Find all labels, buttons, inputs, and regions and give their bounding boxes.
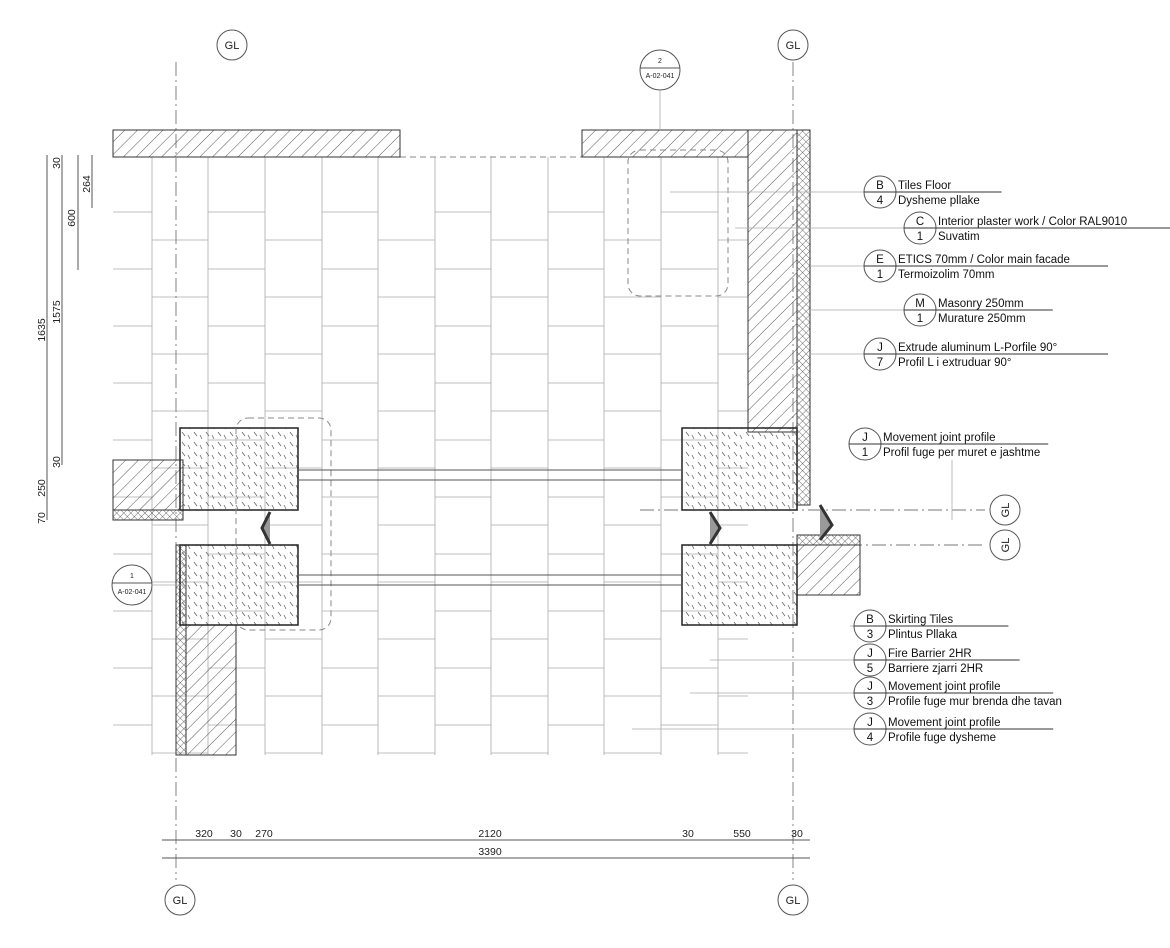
- left-dimensions: 1635 1575 600 264 30 30 250 70: [36, 155, 93, 524]
- svg-text:Profil L i extruduar 90°: Profil L i extruduar 90°: [898, 357, 1011, 369]
- section-marker-1[interactable]: 1 A-02-041: [111, 564, 186, 606]
- svg-text:4: 4: [877, 195, 884, 207]
- svg-text:1: 1: [862, 447, 868, 459]
- svg-text:A-02-041: A-02-041: [118, 589, 147, 596]
- callout-c1: C 1 Interior plaster work / Color RAL9010S…: [735, 211, 1170, 245]
- callout-j5: J 5 Fire Barrier 2HR Barriere zjarri 2HR: [710, 643, 1020, 677]
- grid-bubble-right-upper: GL: [989, 494, 1021, 526]
- svg-text:ETICS 70mm / Color main facade: ETICS 70mm / Color main facade: [898, 254, 1070, 266]
- svg-text:J: J: [877, 342, 883, 354]
- svg-text:GL: GL: [786, 40, 801, 52]
- svg-text:J: J: [867, 681, 873, 693]
- svg-text:Termoizolim 70mm: Termoizolim 70mm: [898, 269, 995, 281]
- svg-text:B: B: [876, 180, 884, 192]
- svg-text:Plintus Pllaka: Plintus Pllaka: [888, 629, 958, 641]
- svg-text:Tiles Floor: Tiles Floor: [898, 180, 951, 192]
- svg-text:7: 7: [877, 357, 883, 369]
- svg-text:Fire Barrier 2HR: Fire Barrier 2HR: [888, 648, 972, 660]
- svg-text:264: 264: [81, 175, 93, 193]
- svg-text:3: 3: [867, 696, 873, 708]
- svg-text:Profile fuge dysheme: Profile fuge dysheme: [888, 732, 996, 744]
- grid-bubble-right-lower: GL: [989, 529, 1021, 561]
- grid-bubble-top-right: GL: [777, 29, 809, 61]
- svg-text:30: 30: [51, 157, 63, 169]
- svg-text:70: 70: [36, 512, 48, 524]
- svg-text:270: 270: [255, 828, 273, 840]
- svg-text:Skirting Tiles: Skirting Tiles: [888, 614, 953, 626]
- svg-text:3: 3: [867, 629, 873, 641]
- svg-text:Movement joint profile: Movement joint profile: [888, 717, 1001, 729]
- svg-text:Murature 250mm: Murature 250mm: [938, 313, 1026, 325]
- grid-bubble-bottom-right: GL: [777, 884, 809, 916]
- svg-text:Movement joint profile: Movement joint profile: [883, 432, 996, 444]
- svg-text:5: 5: [867, 663, 873, 675]
- svg-text:3390: 3390: [478, 846, 502, 858]
- svg-text:30: 30: [791, 828, 803, 840]
- walls: [112, 129, 861, 756]
- bottom-dimensions: 320 30 270 2120 30 550 30 3390: [162, 828, 810, 859]
- svg-text:320: 320: [195, 828, 213, 840]
- svg-text:C: C: [916, 216, 924, 228]
- grid-bubble-bottom-left: GL: [164, 884, 196, 916]
- svg-text:600: 600: [66, 209, 78, 227]
- svg-text:1575: 1575: [51, 300, 63, 324]
- callout-e1: E 1 ETICS 70mm / Color main facadeTermoizo…: [810, 249, 1108, 283]
- svg-text:GL: GL: [1000, 503, 1012, 518]
- svg-text:Masonry 250mm: Masonry 250mm: [938, 298, 1024, 310]
- svg-text:J: J: [867, 648, 873, 660]
- joint-blocks: [179, 149, 834, 631]
- svg-text:2120: 2120: [478, 828, 502, 840]
- svg-text:M: M: [915, 298, 925, 310]
- svg-text:550: 550: [733, 828, 751, 840]
- svg-text:J: J: [867, 717, 873, 729]
- svg-text:30: 30: [682, 828, 694, 840]
- svg-text:1635: 1635: [36, 318, 48, 342]
- svg-text:Profile fuge mur brenda dhe ta: Profile fuge mur brenda dhe tavan: [888, 696, 1062, 708]
- svg-text:1: 1: [130, 573, 134, 580]
- svg-text:30: 30: [230, 828, 242, 840]
- svg-text:30: 30: [51, 456, 63, 468]
- svg-text:1: 1: [877, 269, 883, 281]
- svg-text:4: 4: [867, 732, 874, 744]
- svg-text:1: 1: [917, 231, 923, 243]
- section-marker-2[interactable]: 2 A-02-041: [639, 49, 681, 130]
- svg-text:1: 1: [917, 313, 923, 325]
- svg-text:Dysheme pllake: Dysheme pllake: [898, 195, 980, 207]
- svg-text:Extrude aluminum L-Porfile 90°: Extrude aluminum L-Porfile 90°: [898, 342, 1057, 354]
- svg-text:Barriere zjarri 2HR: Barriere zjarri 2HR: [888, 663, 983, 675]
- svg-text:2: 2: [658, 58, 662, 65]
- svg-text:J: J: [862, 432, 868, 444]
- grid-bubble-top-left: GL: [216, 29, 248, 61]
- svg-text:Profil fuge per muret e jashtm: Profil fuge per muret e jashtme: [883, 447, 1040, 459]
- svg-text:GL: GL: [1000, 538, 1012, 553]
- svg-text:A-02-041: A-02-041: [646, 73, 675, 80]
- svg-text:250: 250: [36, 479, 48, 497]
- svg-text:GL: GL: [225, 40, 240, 52]
- callout-j7: J 7 Extrude aluminum L-Porfile 90° Profil L…: [810, 337, 1108, 371]
- svg-text:Suvatim: Suvatim: [938, 231, 980, 243]
- svg-text:E: E: [876, 254, 884, 266]
- svg-text:GL: GL: [786, 895, 801, 907]
- svg-text:B: B: [866, 614, 874, 626]
- svg-text:GL: GL: [173, 895, 188, 907]
- svg-text:Interior plaster work / Color: Interior plaster work / Color RAL9010: [938, 216, 1127, 228]
- svg-text:Movement joint profile: Movement joint profile: [888, 681, 1001, 693]
